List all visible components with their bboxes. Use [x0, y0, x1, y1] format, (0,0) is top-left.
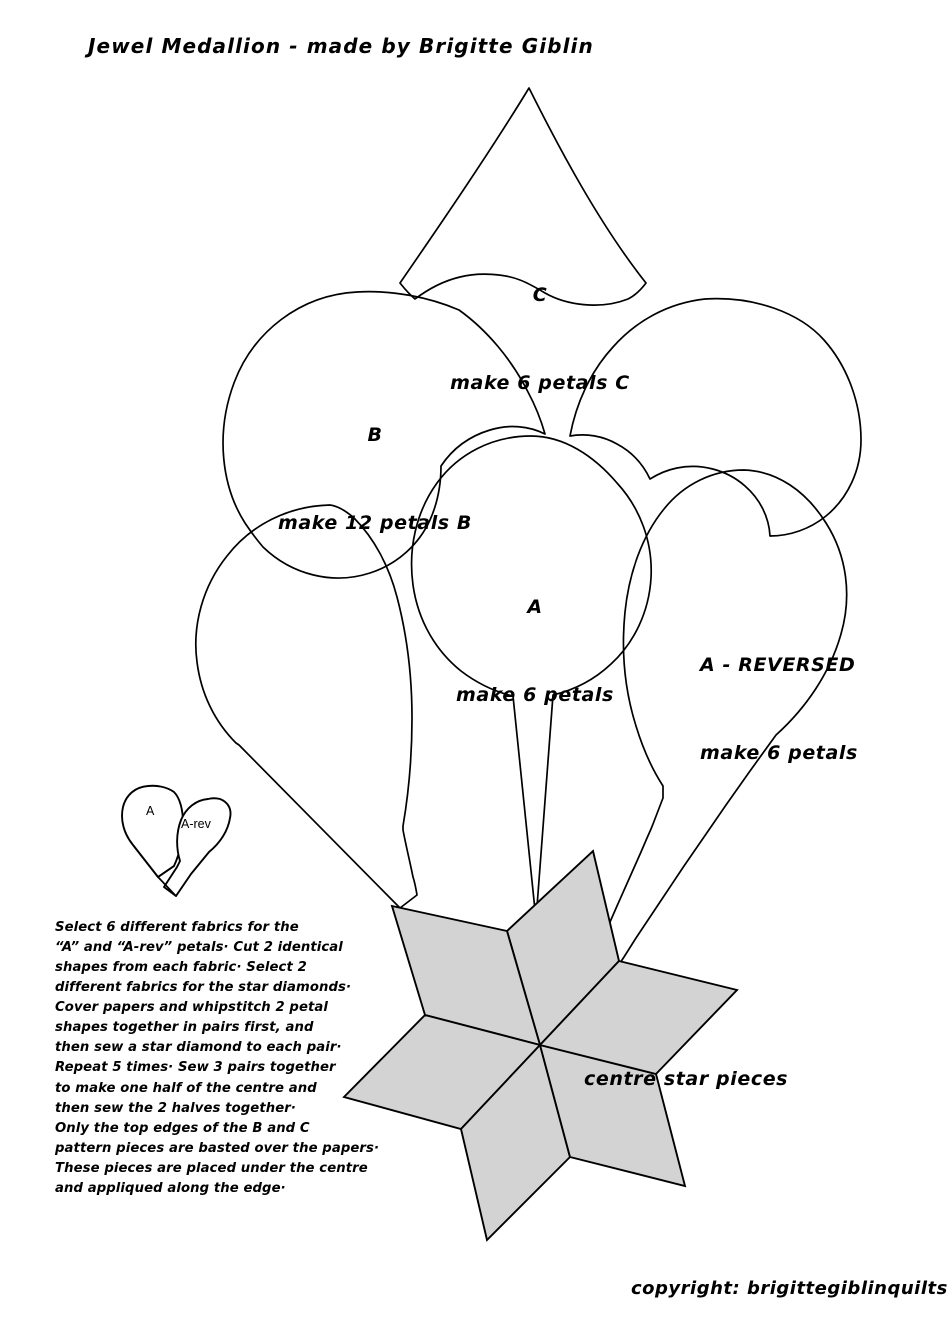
petal-letter-a-reversed: A - REVERSED	[700, 653, 856, 676]
inset-seam-line	[157, 876, 177, 897]
petal-shape-b-right	[569, 297, 862, 537]
petal-label-b: B make 12 petals B	[215, 362, 535, 598]
inset-petal-a	[121, 784, 184, 878]
petal-instruction-c: make 6 petals C	[450, 372, 630, 395]
petal-instruction-b: make 12 petals B	[277, 512, 473, 535]
petal-instruction-a-reversed: make 6 petals	[700, 742, 858, 765]
petal-shape-b-left	[222, 290, 546, 579]
petal-letter-b: B	[367, 423, 383, 446]
petal-letter-c: C	[532, 283, 548, 306]
instructions-text: Select 6 different fabrics for the “A” a…	[55, 920, 380, 1196]
page-title: Jewel Medallion - made by Brigitte Gibli…	[88, 34, 594, 58]
petal-shape-c	[399, 87, 647, 306]
star-diamond-upper-right	[538, 959, 739, 1076]
petal-label-a: A make 6 petals	[420, 534, 650, 770]
petal-label-c: C make 6 petals C	[380, 222, 700, 458]
petal-shape-a-reversed	[596, 469, 848, 967]
petal-instruction-a: make 6 petals	[456, 684, 614, 707]
copyright-notice: copyright: brigittegiblinquilts	[631, 1278, 948, 1299]
petal-shape-a-left	[194, 504, 418, 909]
inset-petal-a-rev	[163, 797, 232, 897]
inset-label-a-rev: A-rev	[181, 817, 211, 831]
petal-letter-a: A	[527, 595, 543, 618]
petal-label-a-reversed: A - REVERSED make 6 petals	[700, 592, 930, 828]
inset-label-a: A	[146, 804, 155, 818]
centre-star-caption: centre star pieces	[584, 1068, 789, 1090]
